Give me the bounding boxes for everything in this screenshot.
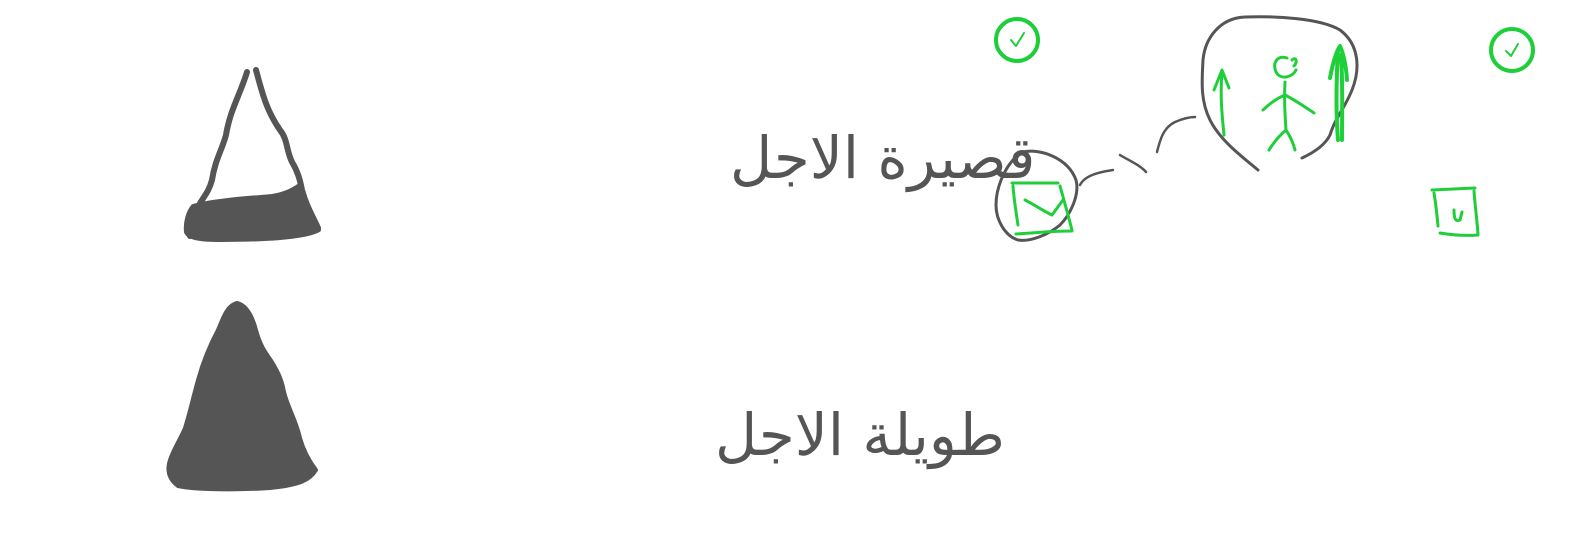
legend-item-short-term: قصيرة الاجل — [183, 67, 1035, 242]
small-outline-blob — [994, 149, 1079, 242]
person-icon — [1261, 55, 1316, 152]
legend-label-short-term: قصيرة الاجل — [730, 124, 1035, 193]
thick-up-arrow-icon — [1328, 44, 1349, 142]
legend-label-long-term: طويلة الاجل — [715, 401, 1005, 470]
large-outline-blob — [1200, 15, 1359, 172]
check-circle-icon — [994, 17, 1040, 63]
box-icon — [1010, 181, 1074, 236]
box-icon — [1430, 186, 1480, 237]
half-filled-triangle-icon — [183, 67, 321, 242]
connector-line — [1078, 115, 1197, 187]
filled-triangle-icon — [166, 301, 318, 492]
check-circle-icon — [1489, 27, 1535, 73]
process-sketch — [994, 15, 1535, 242]
up-arrow-icon — [1212, 68, 1231, 137]
legend-item-long-term: طويلة الاجل — [166, 301, 1005, 492]
